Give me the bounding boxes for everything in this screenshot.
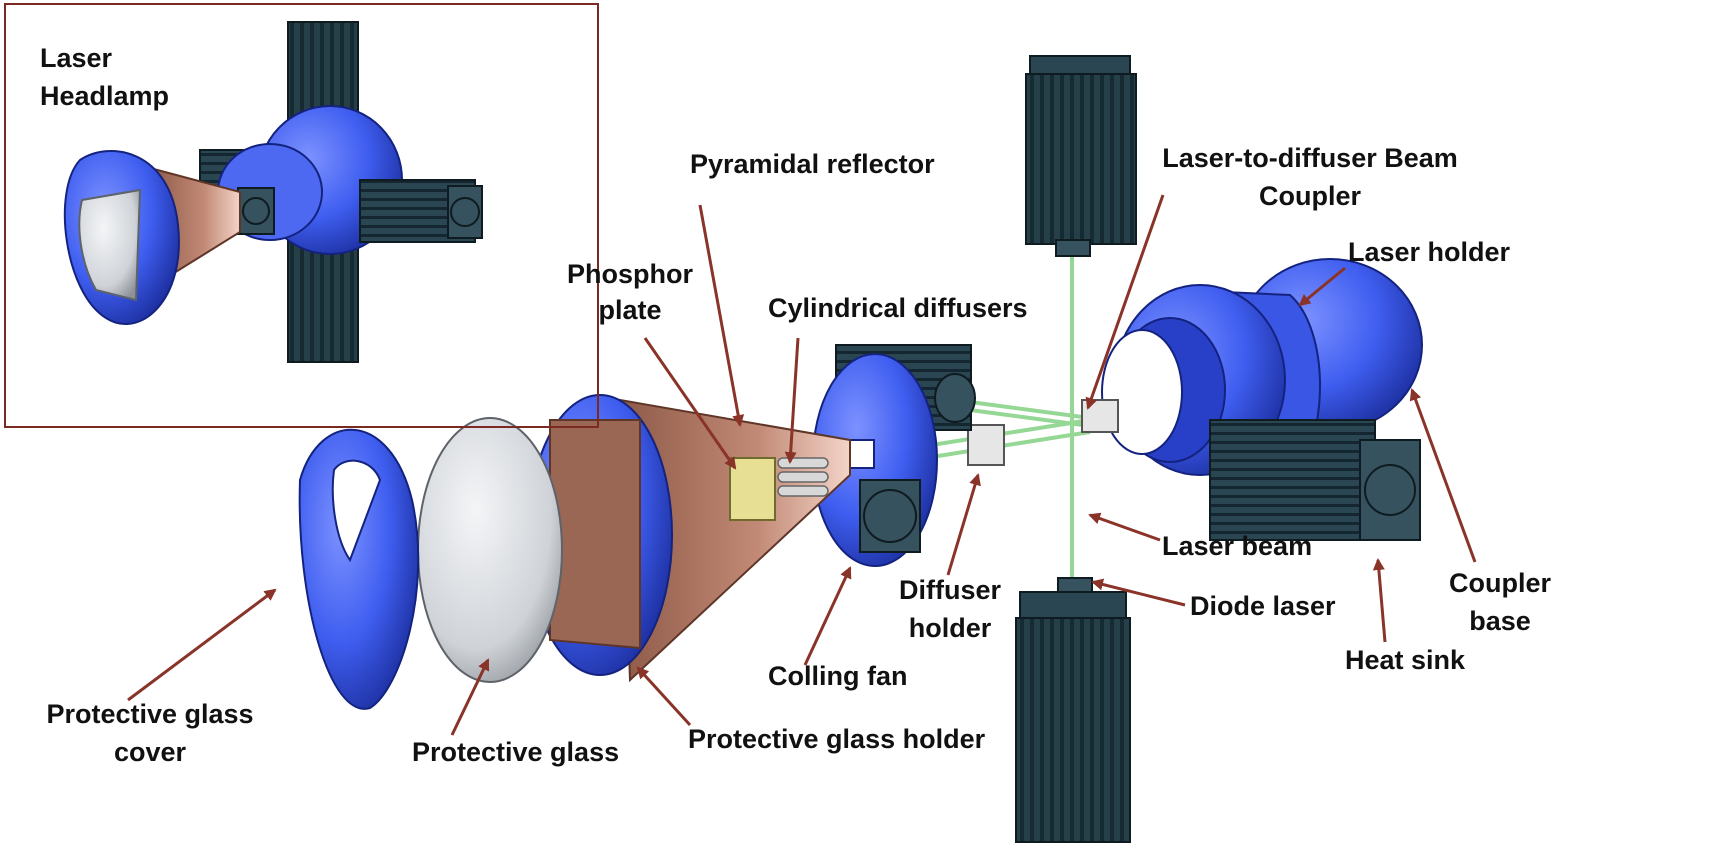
label-diffuser-holder-line1: Diffuser [898,575,1001,605]
arrow-protective-glass-cover [127,588,277,702]
label-coupler-base-line2: base [1469,606,1531,636]
cooling-fan [859,479,921,553]
inset-glass [78,188,142,302]
label-heat-sink: Heat sink [1345,645,1466,675]
label-protective-glass: Protective glass [412,737,620,767]
inset-headlamp-illustration [63,21,483,363]
bottom-diode-laser [1015,577,1131,843]
top-diode-laser [1025,55,1137,257]
label-protective-glass-cover-line1: Protective glass [46,699,254,729]
arrow-protective-glass-holder [636,666,692,727]
label-diode-laser: Diode laser [1190,591,1336,621]
label-colling-fan: Colling fan [768,661,908,691]
label-phosphor-plate-line2: plate [598,295,662,325]
right-heat-sink [1209,419,1421,541]
arrow-cylindrical-diffusers [784,337,800,464]
arrow-diffuser-holder [946,473,981,576]
arrow-colling-fan [803,566,852,666]
label-coupler-base-line1: Coupler [1448,568,1551,598]
protective-glass-cover [298,428,420,710]
fan-disc [812,353,938,567]
arrow-diode-laser [1091,578,1186,607]
diffuser-holder-block [967,424,1005,466]
label-laser-holder: Laser holder [1348,237,1511,267]
arrow-beam-coupler [1085,194,1165,410]
arrow-coupler-base [1409,388,1477,563]
label-phosphor-plate-line1: Phosphor [567,259,693,289]
label-cylindrical-diffusers: Cylindrical diffusers [768,293,1028,323]
arrow-protective-glass [450,658,490,736]
label-beam-coupler-line1: Laser-to-diffuser Beam [1162,143,1458,173]
arrow-heat-sink [1372,558,1387,643]
label-beam-coupler-line2: Coupler [1258,181,1361,211]
leader-arrows [127,194,1477,736]
label-laser-beam: Laser beam [1162,531,1313,561]
inset-title-line1: Laser [40,43,113,73]
phosphor-plate [729,457,776,521]
arrow-phosphor-plate [643,337,737,470]
inset-title-line2: Headlamp [40,81,170,111]
label-protective-glass-cover-line2: cover [113,737,187,767]
arrow-laser-holder [1298,266,1346,307]
protective-glass [417,417,563,683]
inset-frame [4,3,599,428]
label-pyramidal-reflector: Pyramidal reflector [690,149,935,179]
label-diffuser-holder-line2: holder [908,613,992,643]
arrow-laser-beam [1088,512,1161,542]
inset-right-fan [447,185,483,239]
label-protective-glass-holder: Protective glass holder [688,724,986,754]
arrow-pyramidal-reflector [698,204,745,427]
cylindrical-diffuser-rods [777,457,829,497]
beam-coupler-block [1081,399,1119,433]
